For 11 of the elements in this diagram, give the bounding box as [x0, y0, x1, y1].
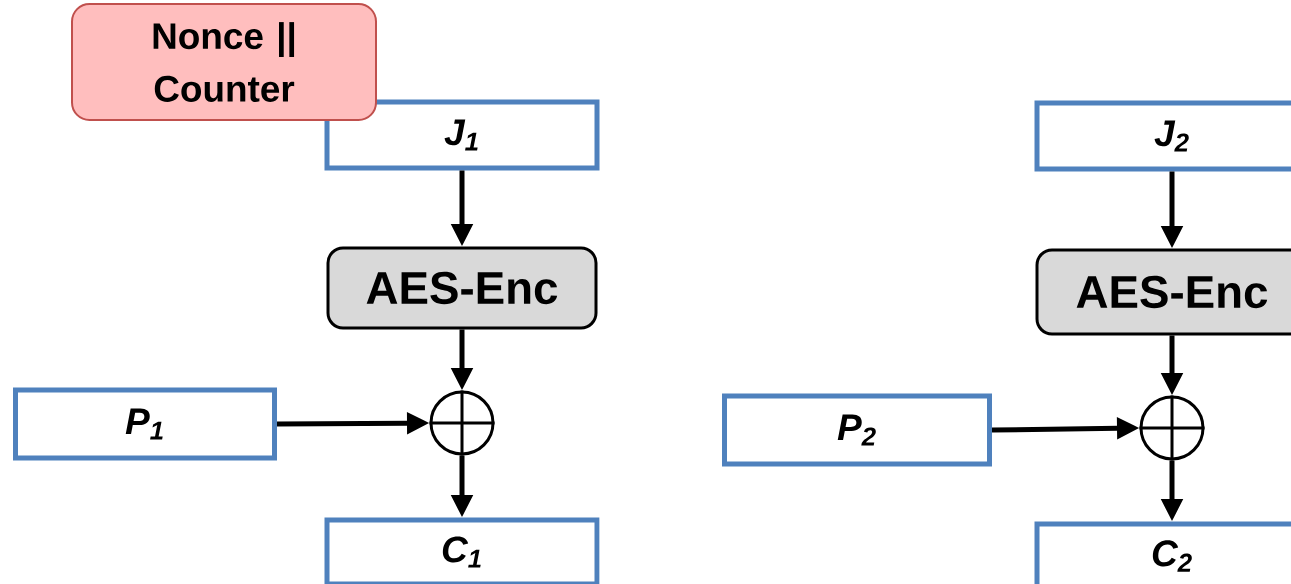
cipher-box: AES-Enc	[1035, 248, 1291, 336]
xor-symbol	[428, 389, 496, 457]
value-box: C$_{2}$	[1034, 521, 1291, 584]
value-box: C$_{1}$	[324, 517, 600, 584]
value-box: J$_{2}$	[1034, 100, 1291, 172]
counter-box: Nonce || Counter	[71, 3, 377, 121]
value-box: P$_{1}$	[13, 387, 277, 461]
value-box: P$_{2}$	[722, 393, 992, 467]
value-box: J$_{1}$	[324, 99, 600, 171]
xor-symbol	[1138, 394, 1206, 462]
cipher-box: AES-Enc	[326, 246, 598, 330]
